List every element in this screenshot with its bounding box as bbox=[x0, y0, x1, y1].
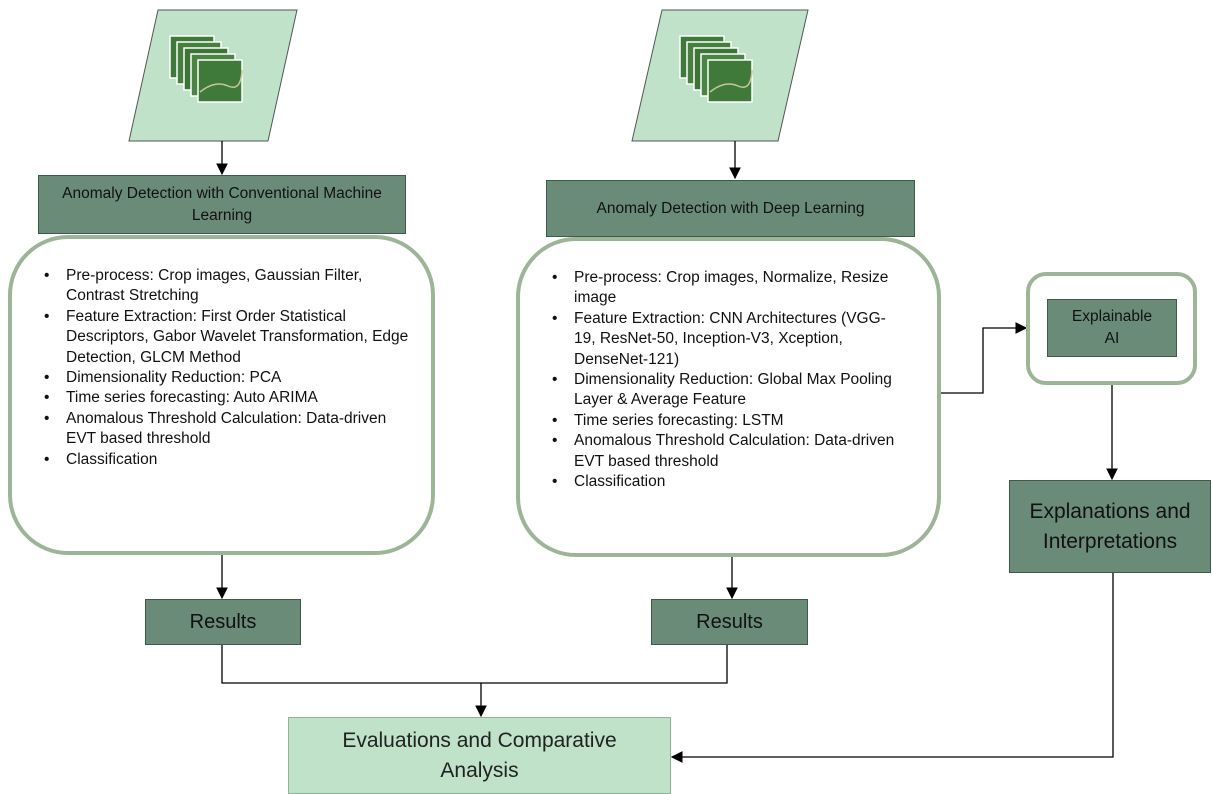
satellite-image-stack-icon bbox=[631, 9, 809, 142]
explanations-label: Explanations and Interpretations bbox=[1029, 499, 1191, 553]
middle-step: Time series forecasting: LSTM bbox=[552, 411, 907, 432]
middle-step: Classification bbox=[552, 472, 907, 493]
middle-title-box: Anomaly Detection with Deep Learning bbox=[546, 180, 915, 237]
left-step: Feature Extraction: First Order Statisti… bbox=[44, 307, 409, 368]
connector-results-merge bbox=[221, 645, 728, 684]
middle-steps-panel: Pre-process: Crop images, Normalize, Res… bbox=[516, 237, 941, 557]
left-title: Anomaly Detection with Conventional Mach… bbox=[62, 184, 382, 224]
left-step: Anomalous Threshold Calculation: Data-dr… bbox=[44, 409, 409, 450]
left-step: Time series forecasting: Auto ARIMA bbox=[44, 388, 409, 409]
left-step: Dimensionality Reduction: PCA bbox=[44, 368, 409, 389]
left-step: Classification bbox=[44, 450, 409, 471]
left-title-box: Anomaly Detection with Conventional Mach… bbox=[38, 175, 406, 234]
evaluation-box: Evaluations and Comparative Analysis bbox=[288, 717, 671, 794]
satellite-image-stack-icon bbox=[128, 9, 298, 142]
arrow-explanations-to-evaluation bbox=[670, 573, 1114, 763]
left-results-label: Results bbox=[189, 610, 257, 633]
xai-label: Explainable AI bbox=[1071, 308, 1153, 347]
evaluation-label: Evaluations and Comparative Analysis bbox=[342, 728, 617, 782]
xai-box: Explainable AI bbox=[1047, 299, 1177, 357]
middle-steps-list: Pre-process: Crop images, Normalize, Res… bbox=[520, 268, 937, 493]
middle-step: Pre-process: Crop images, Normalize, Res… bbox=[552, 268, 907, 309]
middle-step: Dimensionality Reduction: Global Max Poo… bbox=[552, 370, 907, 411]
left-steps-list: Pre-process: Crop images, Gaussian Filte… bbox=[12, 266, 431, 470]
middle-step: Anomalous Threshold Calculation: Data-dr… bbox=[552, 431, 907, 472]
left-results-box: Results bbox=[145, 599, 301, 645]
explanations-box: Explanations and Interpretations bbox=[1009, 480, 1211, 573]
arrow-deep-to-xai bbox=[940, 322, 1028, 394]
middle-results-label: Results bbox=[696, 610, 763, 633]
middle-step: Feature Extraction: CNN Architectures (V… bbox=[552, 309, 907, 370]
middle-results-box: Results bbox=[651, 599, 808, 645]
left-steps-panel: Pre-process: Crop images, Gaussian Filte… bbox=[8, 235, 435, 555]
left-step: Pre-process: Crop images, Gaussian Filte… bbox=[44, 266, 409, 307]
middle-title: Anomaly Detection with Deep Learning bbox=[596, 199, 865, 217]
